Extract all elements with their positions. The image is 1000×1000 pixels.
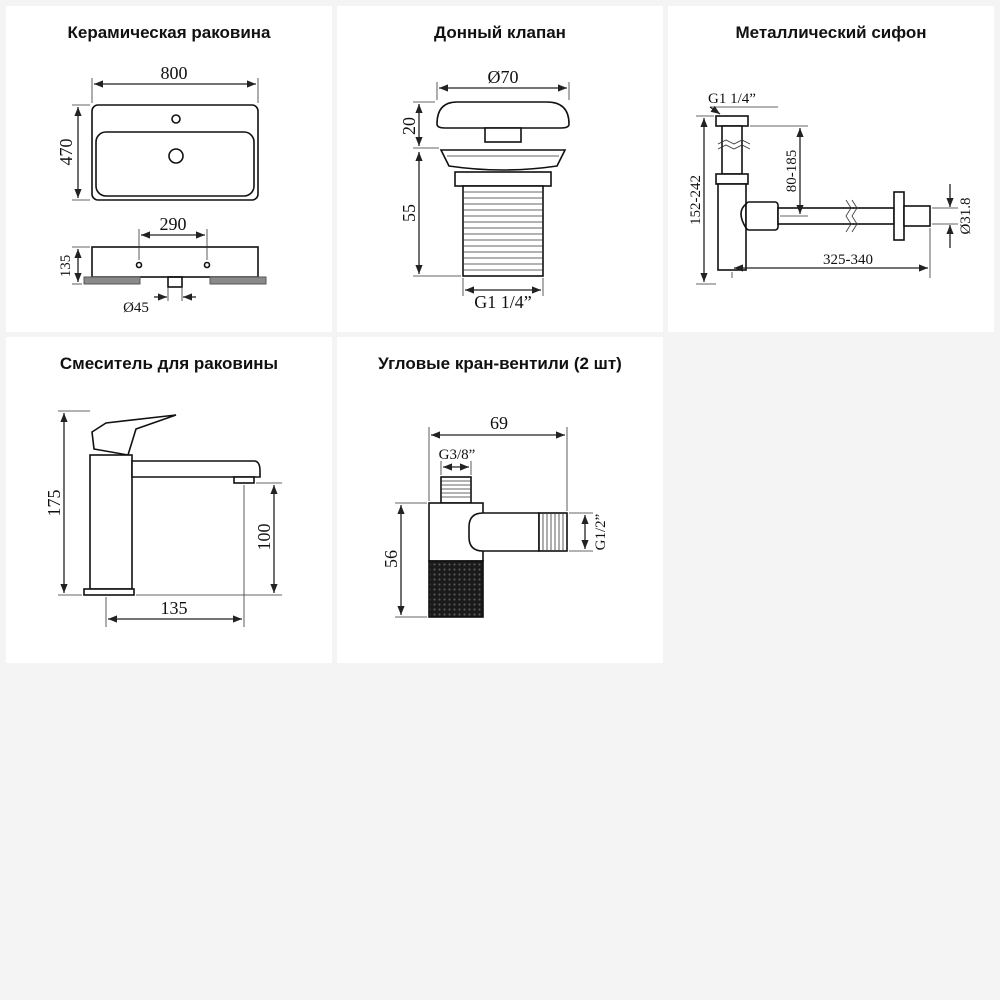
panel-title: Керамическая раковина	[67, 23, 271, 42]
valve-cap-label: 20	[399, 117, 419, 135]
panel-title: Металлический сифон	[735, 23, 927, 42]
sink-drain-label: Ø45	[123, 300, 149, 316]
siphon-adjust-label: 80-185	[784, 150, 800, 193]
valve-drawing: Ø70 20 55 G1 1/4”	[399, 67, 570, 312]
siphon-length-label: 325-340	[823, 252, 873, 268]
panel-angle-valves: Угловые кран-вентили (2 шт)	[337, 337, 663, 663]
angle-outlet-label: G1/2”	[593, 514, 609, 551]
mixer-reach-label: 135	[161, 598, 188, 618]
panel-ceramic-sink: Керамическая раковина 800 470 29	[6, 6, 332, 332]
valve-diameter-label: Ø70	[488, 67, 519, 87]
panel-metal-siphon: Металлический сифон G1 1/4” 80-	[668, 6, 994, 332]
sink-holes-label: 290	[160, 214, 187, 234]
mixer-drawing: 175 100 135	[44, 410, 282, 627]
mixer-spout-label: 100	[254, 524, 274, 551]
panel-bottom-valve: Донный клапан Ø70	[337, 6, 663, 332]
sink-width-label: 800	[161, 63, 188, 83]
sink-drawing: 800 470 290 135 Ø45	[56, 63, 267, 316]
panel-title: Угловые кран-вентили (2 шт)	[378, 354, 622, 373]
siphon-pipe-label: Ø31.8	[958, 197, 974, 234]
valve-thread-label: G1 1/4”	[474, 292, 532, 312]
panel-basin-mixer: Смеситель для раковины 175 100 135	[6, 337, 332, 663]
siphon-thread-label: G1 1/4”	[708, 91, 756, 107]
panel-title: Донный клапан	[434, 23, 566, 42]
valve-body-label: 55	[399, 204, 419, 222]
sink-height-label: 135	[58, 255, 74, 278]
angle-length-label: 69	[490, 413, 508, 433]
siphon-height-label: 152-242	[688, 175, 704, 225]
angle-valve-drawing: 69 G3/8” 56 G1/2”	[381, 413, 609, 618]
mixer-height-label: 175	[44, 490, 64, 517]
panel-title: Смеситель для раковины	[59, 354, 279, 373]
siphon-drawing: G1 1/4” 80-185 152-242 325-340 Ø31.8	[688, 91, 974, 285]
angle-inlet-label: G3/8”	[439, 447, 476, 463]
angle-height-label: 56	[381, 550, 401, 568]
sink-depth-label: 470	[56, 139, 76, 166]
